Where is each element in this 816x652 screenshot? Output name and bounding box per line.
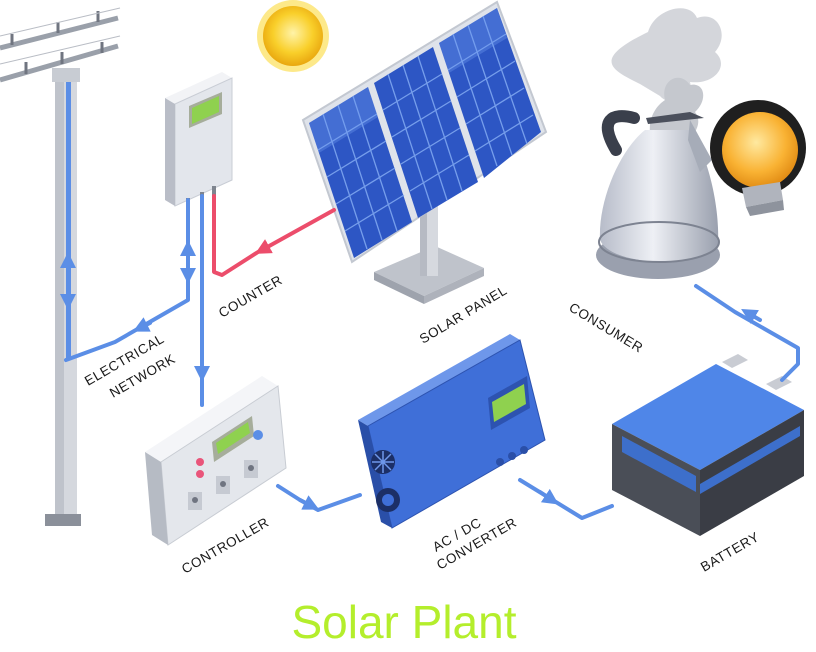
light-bulb-icon — [710, 100, 806, 216]
battery — [612, 354, 804, 536]
fan-vent-icon — [376, 488, 400, 512]
diagram-title: Solar Plant — [291, 596, 516, 648]
solar-cell-grid — [317, 15, 534, 250]
ac-dc-converter — [358, 334, 546, 529]
label-battery: BATTERY — [698, 529, 762, 575]
sun-icon — [257, 0, 329, 72]
label-consumer: CONSUMER — [566, 300, 645, 356]
label-counter: COUNTER — [216, 272, 285, 320]
wires — [60, 194, 800, 520]
charge-controller — [145, 376, 287, 546]
utility-pole — [0, 7, 121, 526]
kettle-consumer — [596, 8, 722, 279]
counter-meter — [165, 72, 233, 212]
fan-vent-icon — [371, 450, 395, 474]
solar-panel — [301, 0, 548, 304]
